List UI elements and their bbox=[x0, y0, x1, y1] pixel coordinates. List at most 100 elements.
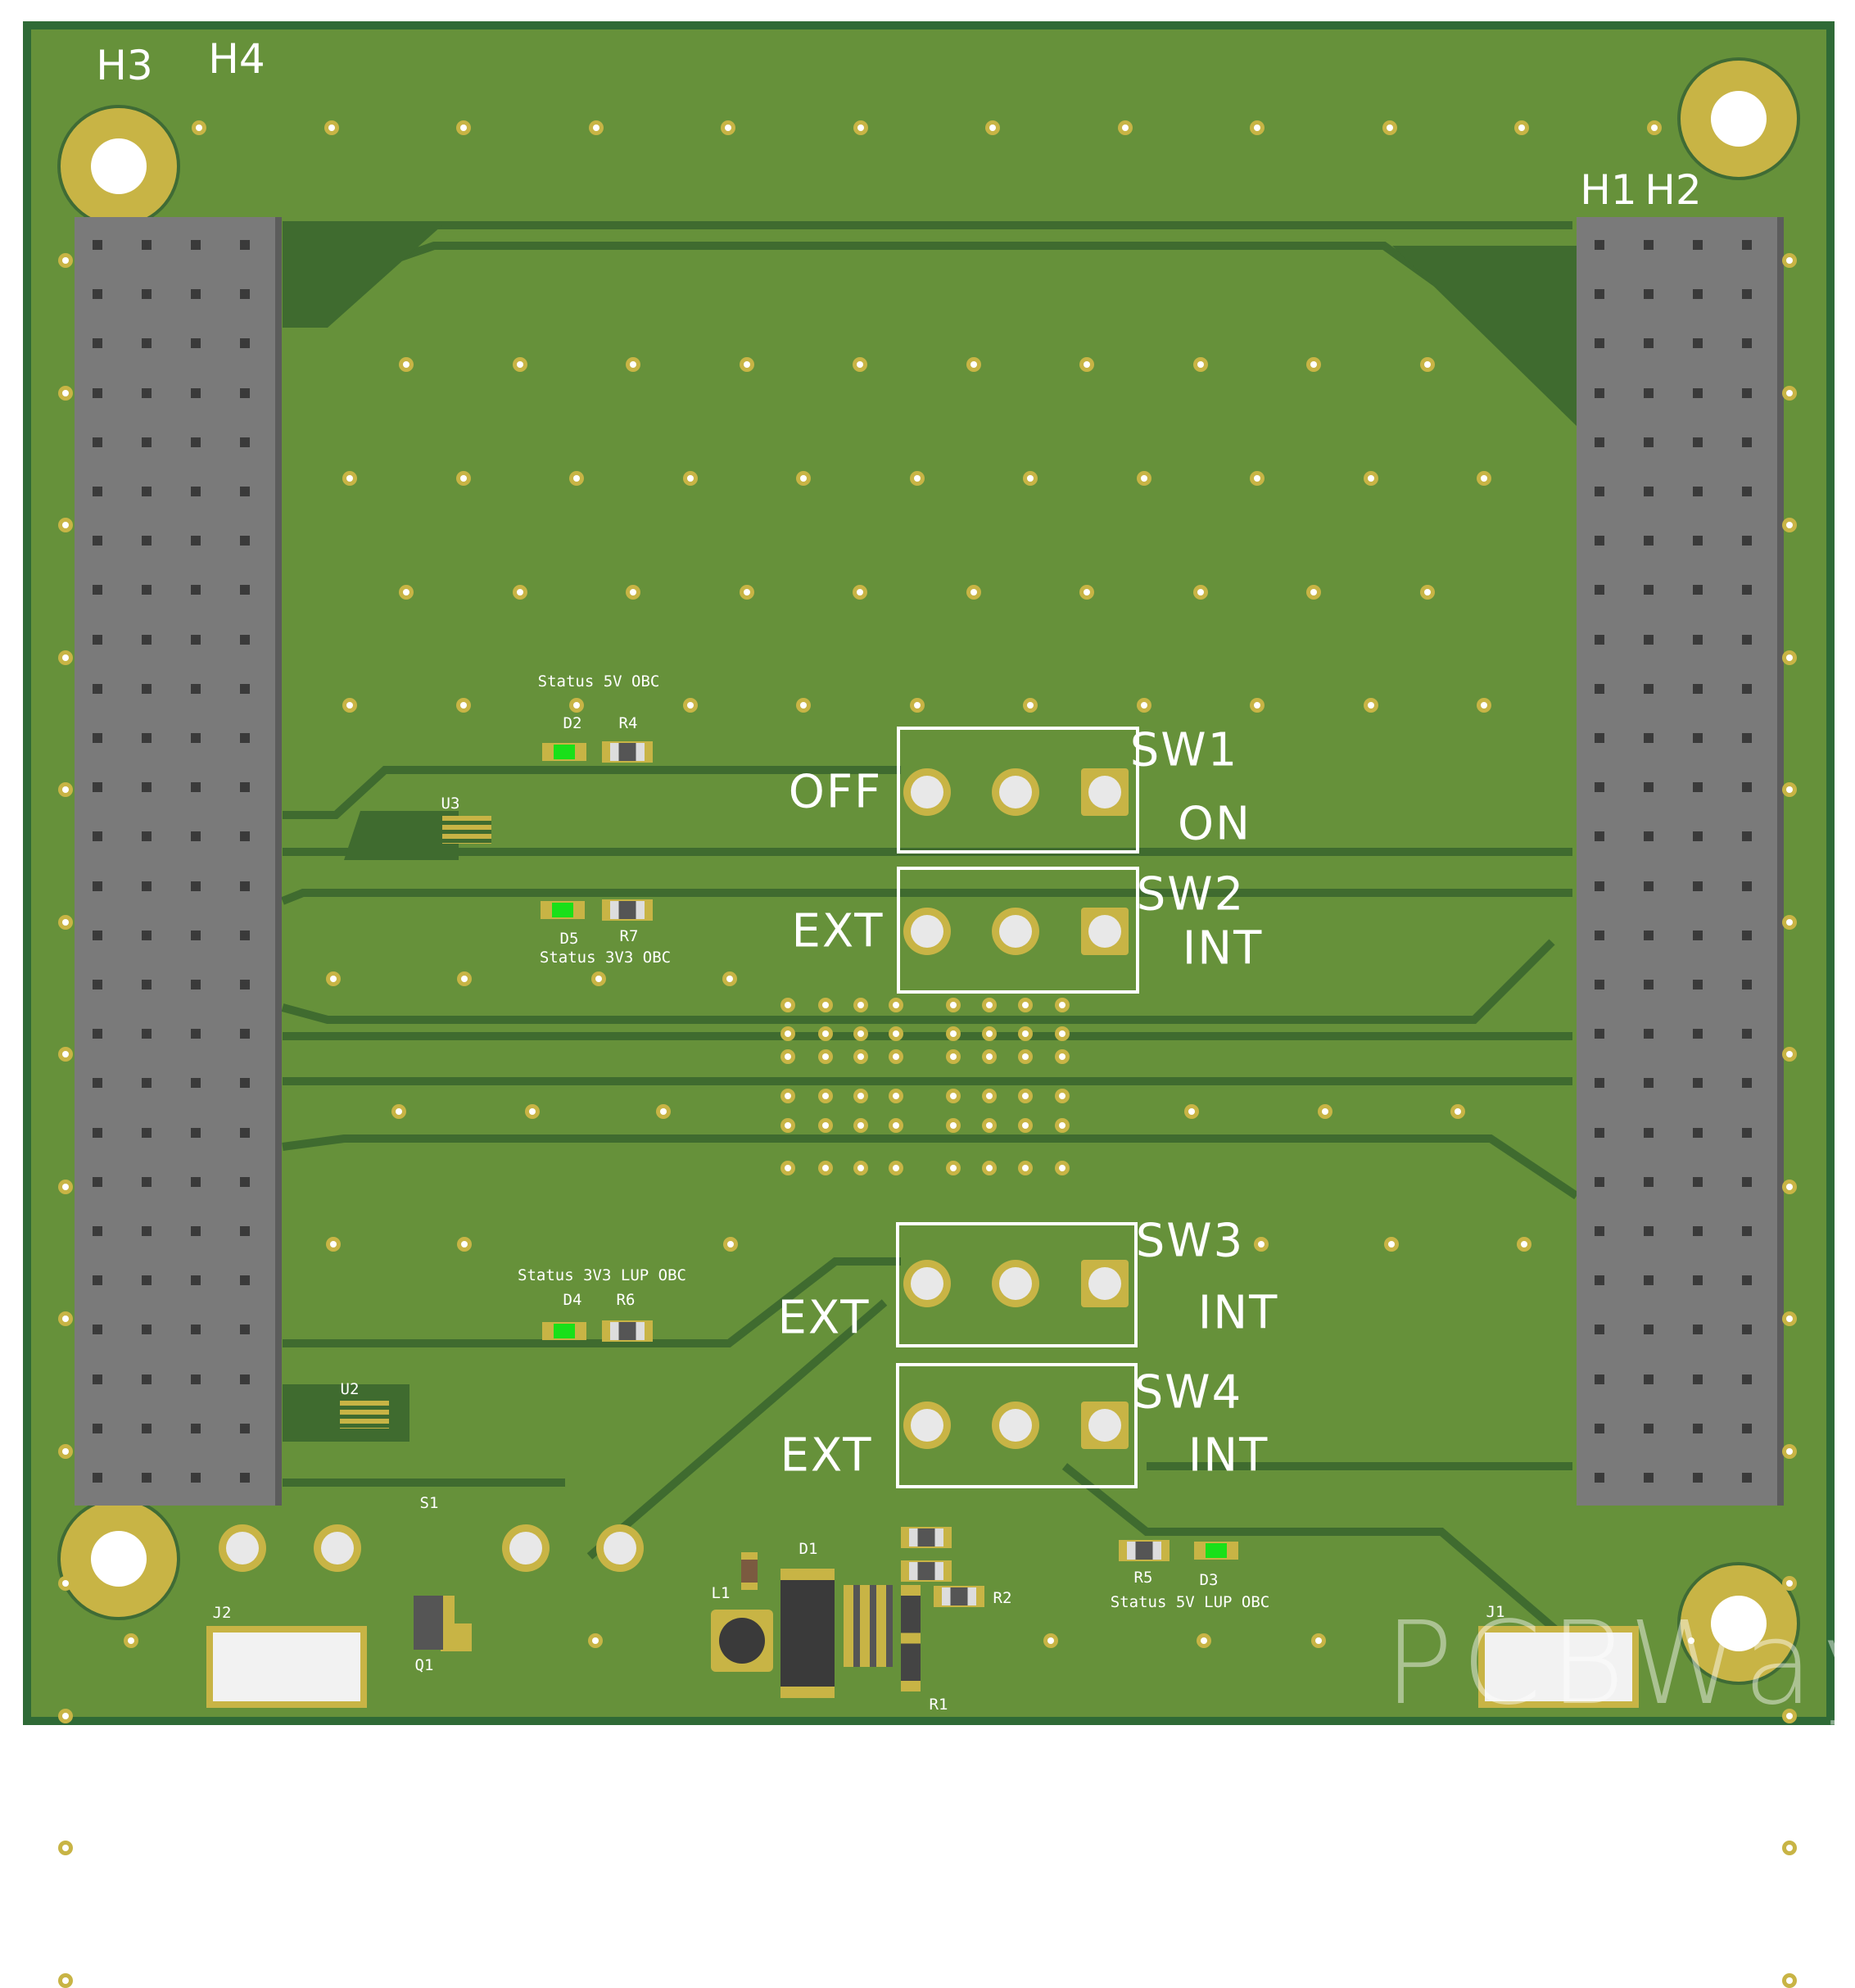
header-pin bbox=[1595, 683, 1604, 694]
header-pin bbox=[1693, 683, 1703, 694]
header-pin bbox=[1644, 1325, 1654, 1335]
via bbox=[853, 1161, 868, 1175]
header-pin bbox=[1742, 881, 1752, 891]
label-status-5v-obc: Status 5V OBC bbox=[537, 672, 660, 691]
via bbox=[946, 998, 961, 1012]
header-pin bbox=[1693, 240, 1703, 250]
connector-j2[interactable] bbox=[206, 1626, 367, 1708]
via bbox=[1311, 1633, 1326, 1648]
header-pin bbox=[1742, 980, 1752, 989]
mounting-hole-bottom-right bbox=[1677, 1562, 1800, 1685]
via bbox=[1192, 585, 1208, 600]
sw3-ref: SW3 bbox=[1135, 1214, 1245, 1268]
header-pin bbox=[1595, 1473, 1604, 1483]
header-pin bbox=[240, 289, 250, 300]
via bbox=[569, 471, 584, 486]
switch-sw1[interactable] bbox=[897, 727, 1139, 854]
via bbox=[58, 1047, 73, 1062]
led-d3 bbox=[1194, 1542, 1238, 1560]
led-d5 bbox=[541, 901, 585, 919]
header-pin bbox=[1742, 1473, 1752, 1483]
switch-sw3[interactable] bbox=[896, 1222, 1138, 1347]
switch-sw2[interactable] bbox=[897, 867, 1139, 994]
switch-pad bbox=[992, 1402, 1039, 1449]
sw4-ref: SW4 bbox=[1133, 1365, 1243, 1420]
ref-d1: D1 bbox=[799, 1540, 818, 1558]
header-pin bbox=[1595, 1029, 1604, 1039]
header-pin bbox=[1742, 930, 1752, 940]
header-pin bbox=[1742, 1176, 1752, 1187]
via bbox=[982, 1089, 997, 1103]
header-pin bbox=[1742, 1078, 1752, 1089]
header-pin bbox=[191, 1176, 201, 1187]
via bbox=[1254, 1237, 1269, 1252]
header-pin bbox=[1644, 338, 1654, 349]
header-pin bbox=[191, 1078, 201, 1089]
via bbox=[780, 1089, 795, 1103]
header-pin bbox=[1644, 585, 1654, 595]
inductor-l1 bbox=[711, 1610, 773, 1672]
via bbox=[1055, 1049, 1070, 1064]
via bbox=[1318, 1104, 1332, 1119]
header-pin bbox=[93, 881, 102, 891]
via bbox=[1197, 1633, 1211, 1648]
via bbox=[1782, 1179, 1797, 1194]
via bbox=[1306, 585, 1321, 600]
header-pin bbox=[1644, 536, 1654, 546]
ref-r1: R1 bbox=[929, 1696, 948, 1714]
header-pin bbox=[1595, 1374, 1604, 1384]
via bbox=[1450, 1104, 1465, 1119]
connector-j1[interactable] bbox=[1478, 1626, 1639, 1708]
header-pin bbox=[1742, 1325, 1752, 1335]
resistor-r6 bbox=[602, 1320, 653, 1342]
header-pin bbox=[240, 930, 250, 940]
ref-r4: R4 bbox=[618, 714, 638, 732]
via bbox=[1782, 385, 1797, 401]
header-pin bbox=[1644, 980, 1654, 989]
header-pin bbox=[1742, 1423, 1752, 1433]
via bbox=[1477, 471, 1491, 486]
via bbox=[1782, 782, 1797, 797]
via bbox=[1192, 357, 1208, 372]
header-pin bbox=[1693, 634, 1703, 645]
header-pin bbox=[240, 536, 250, 546]
via bbox=[569, 698, 584, 713]
ref-d5: D5 bbox=[559, 930, 579, 948]
via bbox=[739, 585, 754, 600]
switch-pad bbox=[992, 768, 1039, 816]
sw1-off-label: OFF bbox=[788, 765, 883, 819]
header-pin bbox=[1595, 487, 1604, 496]
header-pin bbox=[142, 338, 152, 349]
via bbox=[1782, 253, 1797, 268]
via bbox=[1018, 1118, 1033, 1133]
header-pin bbox=[1742, 831, 1752, 842]
header-pin bbox=[1693, 487, 1703, 496]
via bbox=[1782, 1972, 1797, 1988]
via bbox=[342, 471, 357, 486]
switch-sw4[interactable] bbox=[896, 1363, 1138, 1488]
header-pin bbox=[1693, 1226, 1703, 1236]
header-pin bbox=[240, 437, 250, 447]
via bbox=[1136, 471, 1151, 486]
via bbox=[1363, 698, 1378, 713]
header-pin bbox=[240, 980, 250, 989]
via bbox=[1079, 585, 1094, 600]
header-pin bbox=[1742, 437, 1752, 447]
via bbox=[889, 1049, 903, 1064]
header-pin bbox=[1742, 487, 1752, 496]
via bbox=[1782, 1841, 1797, 1855]
header-pin bbox=[1742, 634, 1752, 645]
header-pin bbox=[191, 487, 201, 496]
header-pin bbox=[1644, 437, 1654, 447]
header-pin bbox=[1595, 831, 1604, 842]
via bbox=[818, 998, 833, 1012]
switch-pad bbox=[992, 1260, 1039, 1307]
header-pin bbox=[1693, 733, 1703, 743]
header-pin bbox=[142, 1029, 152, 1039]
switch-pad bbox=[903, 768, 951, 816]
via bbox=[818, 1049, 833, 1064]
header-pin bbox=[1595, 585, 1604, 595]
via bbox=[796, 471, 811, 486]
via bbox=[1782, 1047, 1797, 1062]
header-pin bbox=[191, 240, 201, 250]
